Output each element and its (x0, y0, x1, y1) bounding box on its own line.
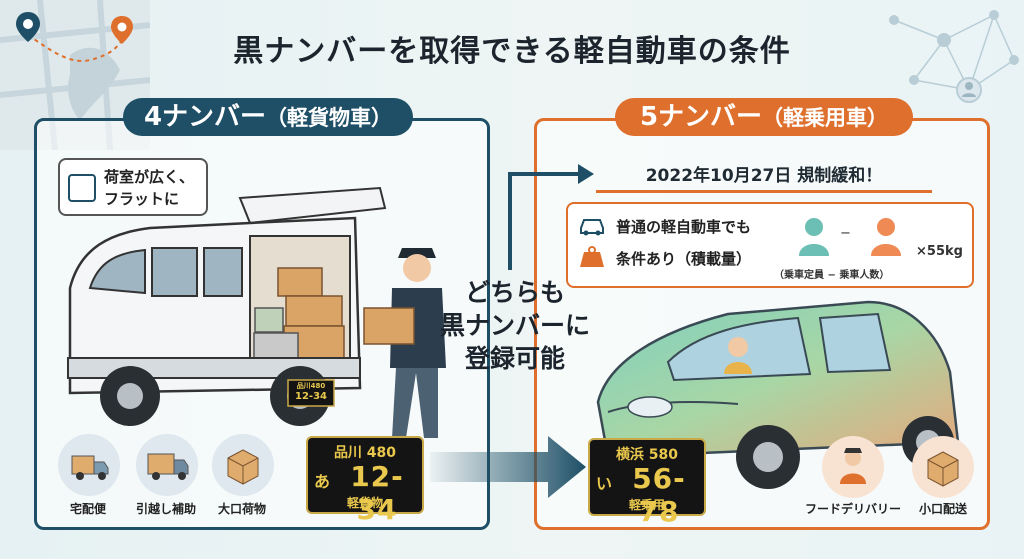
large-box-icon (212, 434, 274, 496)
plate-type: 軽乗用 (628, 498, 665, 512)
map-pin-orange-icon (111, 16, 133, 44)
condition-line-2: 条件あり（積載量） (616, 250, 752, 268)
plate-number: 56-78 (632, 462, 686, 528)
callout-line-2: フラットに (104, 190, 180, 208)
connector-arrow (508, 164, 594, 270)
van-plate-number: 12-34 (295, 391, 327, 402)
van-plate-top: 品川480 (296, 382, 326, 390)
delivery-truck-icon (58, 434, 120, 496)
person-capacity-icon (799, 218, 829, 256)
callout-line-1: 荷室が広く、 (104, 168, 195, 186)
header-4-number: 4ナンバー（軽貨物車） (123, 98, 413, 136)
delivery-person-illustration (363, 248, 446, 438)
car-icon (580, 219, 604, 236)
weight-icon (580, 246, 604, 267)
header-5-number-label: 5ナンバー (639, 102, 763, 132)
formula-text: （乗車定員 − 乗車人数） (774, 270, 890, 281)
header-5-number-sub: （軽乗用車） (762, 106, 889, 130)
license-plate-4: 品川 480 あ 12-34 軽貨物 (306, 436, 424, 526)
person-passenger-icon (871, 218, 901, 256)
header-5-number: 5ナンバー（軽乗用車） (615, 98, 913, 136)
arrow-right-icon (430, 436, 586, 498)
condition-line-1: 普通の軽自動車でも (616, 218, 752, 236)
network-illustration (889, 10, 1019, 103)
center-line-3: 登録可能 (464, 344, 565, 373)
plate-kana: あ (314, 472, 331, 491)
center-message: どちらも 黒ナンバーに 登録可能 (440, 276, 590, 375)
plate-type: 軽貨物 (346, 496, 383, 510)
formula-minus: − (840, 226, 851, 241)
formula-multiplier: ×55kg (916, 244, 963, 259)
use-label-parcel: 宅配便 (69, 502, 106, 516)
food-delivery-rider-icon (822, 436, 884, 498)
use-label-bulk: 大口荷物 (217, 502, 266, 516)
plate-kana: い (596, 474, 613, 493)
regulation-banner: 2022年10月27日 規制緩和！ (645, 166, 883, 186)
use-label-moving: 引越し補助 (135, 502, 196, 516)
small-parcel-icon (912, 436, 974, 498)
page-title: 黒ナンバーを取得できる軽自動車の条件 (233, 34, 791, 69)
regulation-underline (596, 190, 932, 193)
use-label-small-delivery: 小口配送 (918, 502, 967, 516)
plate-region: 横浜 580 (615, 447, 679, 463)
moving-truck-icon (136, 434, 198, 496)
plate-region: 品川 480 (333, 445, 397, 461)
callout-cargo-space: 荷室が広く、 フラットに (58, 158, 208, 216)
map-pin-blue-icon (16, 12, 40, 42)
center-line-2: 黒ナンバーに (440, 311, 591, 340)
header-4-number-label: 4ナンバー (143, 102, 267, 132)
callout-conditions: 普通の軽自動車でも 条件あり（積載量） − ×55kg （乗車定員 − 乗車人数… (566, 202, 974, 288)
center-line-1: どちらも (464, 278, 565, 307)
van-plate: 品川480 12-34 (288, 382, 334, 403)
header-4-number-sub: （軽貨物車） (266, 106, 393, 130)
use-label-food-delivery: フードデリバリー (804, 502, 901, 516)
kei-car-illustration (596, 300, 960, 489)
plate-number: 12-34 (350, 460, 404, 526)
cargo-box-icon (68, 174, 96, 202)
kei-van-illustration (67, 186, 387, 426)
license-plate-5: 横浜 580 い 56-78 軽乗用 (588, 438, 706, 528)
